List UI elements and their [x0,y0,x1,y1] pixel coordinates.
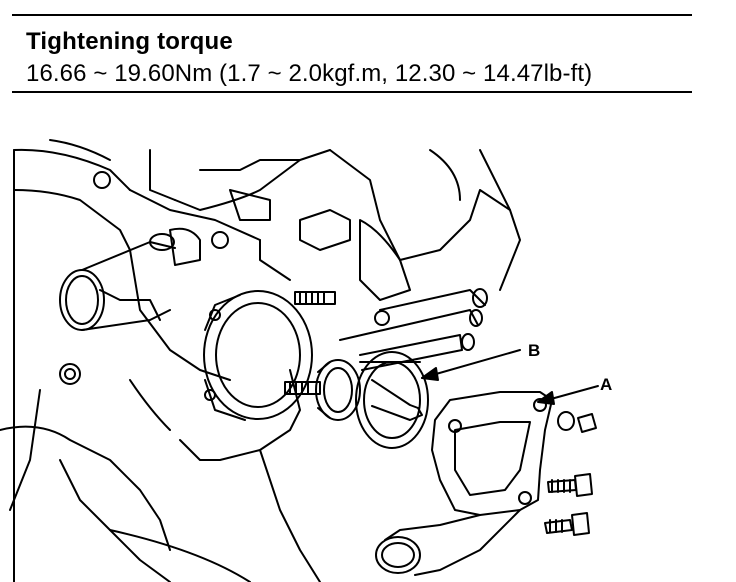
thermostat [315,351,429,449]
engine-illustration: B A [0,130,736,582]
bottom-rule [12,91,692,93]
torque-title: Tightening torque [26,28,233,55]
housing-bolts [544,411,597,536]
stud-bolts [284,291,336,395]
gasket-face [203,290,313,421]
callout-b: B [528,341,540,360]
engine-block-outline [0,139,521,582]
thermostat-housing-cover [375,391,553,576]
left-water-outlet [59,171,229,385]
callout-a: A [600,375,612,394]
torque-value: 16.66 ~ 19.60Nm (1.7 ~ 2.0kgf.m, 12.30 ~… [26,60,593,87]
top-rule [12,14,692,16]
engine-diagram-icon: B A [0,139,612,582]
block-rods [339,288,488,371]
callout-leaders [421,349,599,405]
torque-spec-box: Tightening torque 16.66 ~ 19.60Nm (1.7 ~… [12,14,692,94]
